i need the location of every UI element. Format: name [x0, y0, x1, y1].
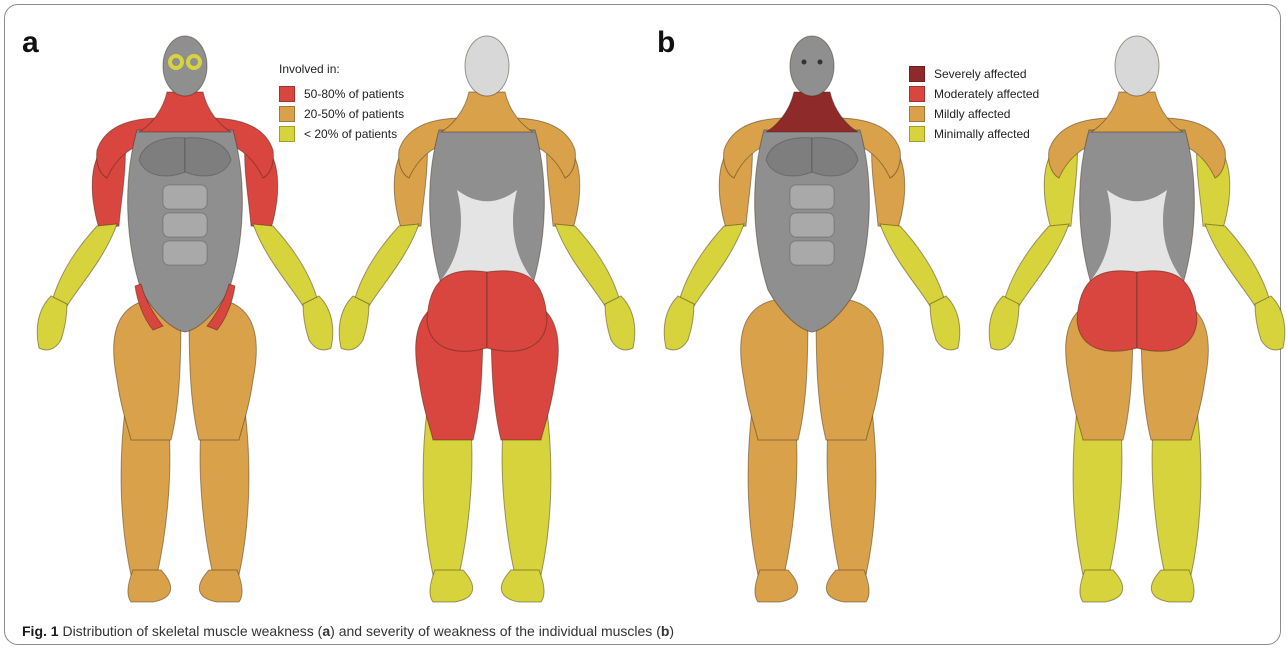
abdominal-segment — [790, 241, 834, 265]
abdominal-segment — [163, 213, 207, 237]
caption-text: Distribution of skeletal muscle weakness… — [59, 623, 323, 639]
hand — [1255, 296, 1285, 350]
forearm — [253, 224, 317, 306]
legend-swatch — [909, 66, 925, 82]
gluteal-muscle — [1137, 271, 1197, 352]
legend-a-title: Involved in: — [279, 62, 404, 76]
legend-a-label: < 20% of patients — [304, 127, 397, 141]
legend-swatch — [909, 86, 925, 102]
legend-b-item: Minimally affected — [909, 124, 1039, 144]
muscle-figures — [0, 0, 1287, 620]
head — [790, 36, 834, 96]
neck — [441, 92, 533, 132]
caption-text: ) and severity of weakness of the indivi… — [330, 623, 661, 639]
hand — [303, 296, 333, 350]
legend-b-item: Moderately affected — [909, 84, 1039, 104]
hand — [664, 296, 694, 350]
legend-a: Involved in: 50-80% of patients 20-50% o… — [279, 62, 404, 144]
neck — [139, 92, 231, 132]
head — [1115, 36, 1159, 96]
hand — [930, 296, 960, 350]
hand — [605, 296, 635, 350]
caption-panel-a: a — [322, 623, 330, 639]
legend-b-label: Minimally affected — [934, 127, 1030, 141]
legend-swatch — [279, 106, 295, 122]
legend-swatch — [279, 86, 295, 102]
foot — [755, 570, 798, 602]
foot — [199, 570, 242, 602]
legend-b: Severely affected Moderately affected Mi… — [909, 64, 1039, 144]
figure-caption: Fig. 1 Distribution of skeletal muscle w… — [22, 623, 674, 639]
gluteal-muscle — [1077, 271, 1137, 352]
gluteal-muscle — [487, 271, 547, 352]
neck — [766, 92, 858, 132]
abdominal-segment — [163, 185, 207, 209]
legend-a-label: 50-80% of patients — [304, 87, 404, 101]
foot — [1151, 570, 1194, 602]
foot — [1080, 570, 1123, 602]
head — [465, 36, 509, 96]
forearm — [53, 224, 117, 306]
forearm — [880, 224, 944, 306]
legend-b-label: Severely affected — [934, 67, 1027, 81]
legend-a-item: < 20% of patients — [279, 124, 404, 144]
legend-swatch — [909, 126, 925, 142]
legend-b-label: Mildly affected — [934, 107, 1010, 121]
forearm — [1005, 224, 1069, 306]
forearm — [1205, 224, 1269, 306]
foot — [128, 570, 171, 602]
hand — [989, 296, 1019, 350]
legend-swatch — [909, 106, 925, 122]
forearm — [680, 224, 744, 306]
abdominal-segment — [790, 185, 834, 209]
caption-text: ) — [669, 623, 674, 639]
gluteal-muscle — [427, 271, 487, 352]
legend-a-item: 20-50% of patients — [279, 104, 404, 124]
abdominal-segment — [790, 213, 834, 237]
forearm — [555, 224, 619, 306]
legend-a-item: 50-80% of patients — [279, 84, 404, 104]
hand — [339, 296, 369, 350]
legend-swatch — [279, 126, 295, 142]
foot — [826, 570, 869, 602]
forearm — [355, 224, 419, 306]
eye — [802, 60, 807, 65]
foot — [501, 570, 544, 602]
eye — [818, 60, 823, 65]
foot — [430, 570, 473, 602]
legend-b-item: Mildly affected — [909, 104, 1039, 124]
legend-a-label: 20-50% of patients — [304, 107, 404, 121]
hand — [37, 296, 67, 350]
neck — [1091, 92, 1183, 132]
caption-fig-label: Fig. 1 — [22, 623, 59, 639]
abdominal-segment — [163, 241, 207, 265]
legend-b-item: Severely affected — [909, 64, 1039, 84]
legend-b-label: Moderately affected — [934, 87, 1039, 101]
